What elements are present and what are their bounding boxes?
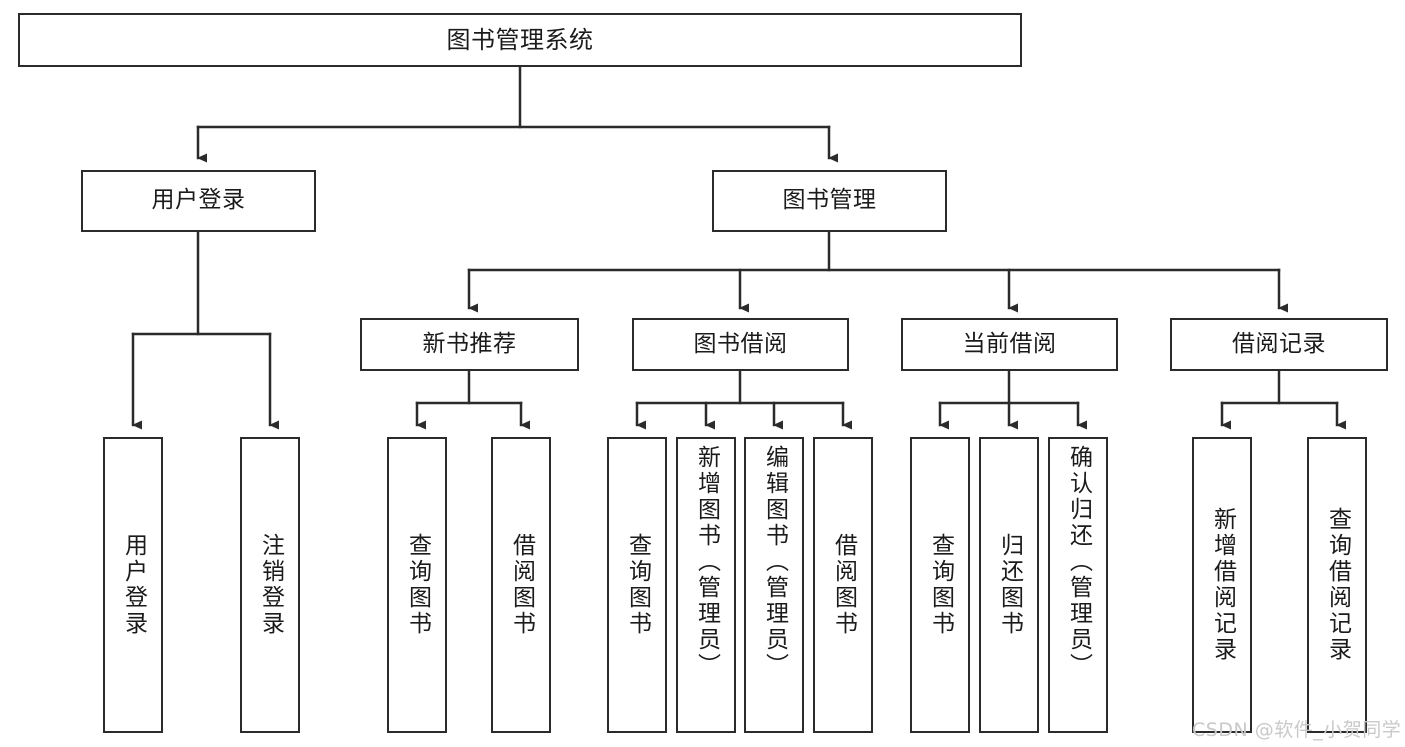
node-label: 当前借阅 (962, 330, 1057, 357)
node-label: 新书推荐 (422, 330, 517, 357)
node-label: 新增图书（管理员） (693, 445, 720, 679)
leaf-borrow-add-book-admin[interactable]: 新增图书（管理员） (676, 437, 736, 733)
leaf-user-login-logout[interactable]: 注销登录 (240, 437, 300, 733)
leaf-current-query-books[interactable]: 查询图书 (910, 437, 970, 733)
node-borrow-records[interactable]: 借阅记录 (1170, 318, 1388, 371)
node-current-borrow[interactable]: 当前借阅 (901, 318, 1118, 371)
leaf-records-query-record[interactable]: 查询借阅记录 (1307, 437, 1367, 733)
node-label: 图书管理 (782, 187, 877, 214)
node-book-borrow[interactable]: 图书借阅 (632, 318, 849, 371)
node-label: 借阅图书 (830, 533, 857, 637)
node-label: 编辑图书（管理员） (761, 445, 788, 679)
node-user-login[interactable]: 用户登录 (81, 170, 316, 232)
leaf-current-confirm-return-admin[interactable]: 确认归还（管理员） (1048, 437, 1108, 733)
node-label: 用户登录 (120, 533, 147, 637)
node-label: 归还图书 (996, 533, 1023, 637)
leaf-borrow-edit-book-admin[interactable]: 编辑图书（管理员） (744, 437, 804, 733)
node-book-management[interactable]: 图书管理 (712, 170, 947, 232)
leaf-newbook-borrow-books[interactable]: 借阅图书 (491, 437, 551, 733)
leaf-newbook-query-books[interactable]: 查询图书 (387, 437, 447, 733)
node-label: 用户登录 (151, 187, 246, 214)
node-label: 查询图书 (927, 533, 954, 637)
node-label: 借阅图书 (508, 533, 535, 637)
node-label: 查询图书 (624, 533, 651, 637)
node-label: 确认归还（管理员） (1065, 445, 1092, 679)
node-label: 注销登录 (257, 533, 284, 637)
leaf-records-add-record[interactable]: 新增借阅记录 (1192, 437, 1252, 733)
node-label: 借阅记录 (1232, 330, 1326, 357)
node-label: 新增借阅记录 (1209, 507, 1236, 663)
leaf-borrow-query-books[interactable]: 查询图书 (607, 437, 667, 733)
node-new-book-recommend[interactable]: 新书推荐 (360, 318, 579, 371)
node-root-book-management-system[interactable]: 图书管理系统 (18, 13, 1022, 67)
leaf-user-login-login[interactable]: 用户登录 (103, 437, 163, 733)
node-label: 查询借阅记录 (1324, 507, 1351, 663)
node-label: 图书管理系统 (446, 25, 594, 54)
csdn-watermark: CSDN @软件_小贺同学 (1192, 719, 1402, 741)
node-label: 图书借阅 (693, 330, 788, 357)
leaf-borrow-borrow-books[interactable]: 借阅图书 (813, 437, 873, 733)
node-label: 查询图书 (404, 533, 431, 637)
leaf-current-return-books[interactable]: 归还图书 (979, 437, 1039, 733)
